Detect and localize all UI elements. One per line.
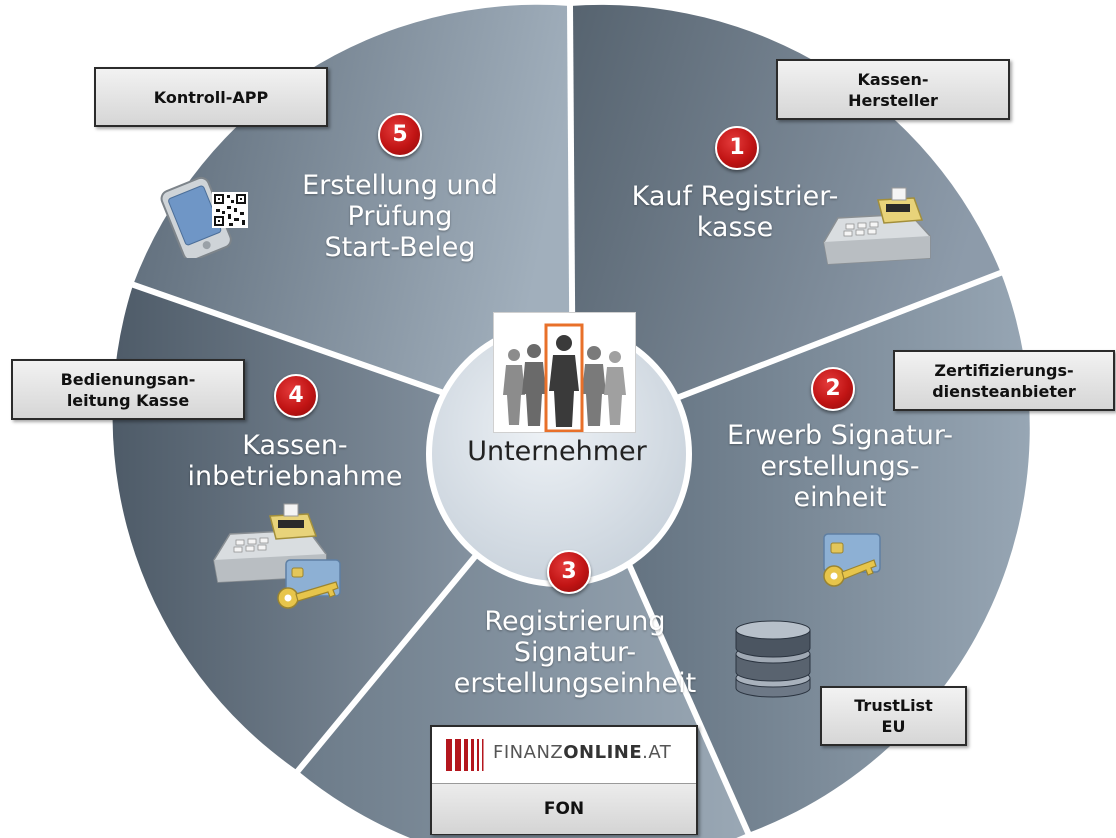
tag-kassen-hersteller: Kassen- Hersteller [776, 59, 1010, 120]
tag-manufacturer-line-2: Hersteller [848, 90, 938, 110]
step-4-badge: 4 [274, 374, 318, 418]
step-5-line-2: Prüfung [347, 201, 453, 232]
smartphone-qr-icon [160, 176, 248, 258]
tag-zertifizierungsdiensteanbieter: Zertifizierungs- diensteanbieter [893, 350, 1115, 411]
tag-manufacturer-line-1: Kassen- [857, 69, 929, 89]
tag-kontroll-app: Kontroll-APP [94, 67, 328, 127]
step-3-line-3: erstellungseinheit [453, 668, 697, 699]
step-1-line-1: Kauf Registrier- [631, 181, 839, 212]
tag-trustlist-eu: TrustList EU [820, 686, 967, 746]
step-5-line-3: Start-Beleg [324, 232, 476, 263]
segment-5-wedge [133, 4, 573, 438]
cash-register-smartcard-icon [213, 503, 341, 609]
tag-control-app-line-1: Kontroll-APP [153, 87, 269, 107]
fon-label: FON [432, 783, 696, 834]
step-1-title: Kauf Registrier- kasse [600, 181, 870, 243]
step-3-line-2: Signatur- [513, 637, 637, 668]
segment-1-wedge [570, 4, 1001, 438]
tag-trustlist-line-2: EU [881, 717, 906, 736]
step-4-line-2: inbetriebnahme [187, 461, 403, 492]
step-4-line-1: Kassen- [242, 430, 348, 461]
cash-register-icon [823, 187, 931, 265]
step-5-title: Erstellung und Prüfung Start-Beleg [270, 170, 530, 263]
finanzonline-word-3: .AT [642, 742, 672, 763]
finanzonline-wordmark: FINANZONLINE.AT [493, 742, 671, 763]
step-1-badge: 1 [715, 126, 759, 170]
step-5-line-1: Erstellung und [302, 170, 498, 201]
smartcard-key-icon [823, 533, 881, 587]
step-3-title: Registrierung Signatur- erstellungseinhe… [440, 606, 710, 699]
finanzonline-logo: FINANZONLINE.AT [432, 727, 696, 783]
tag-manual-line-2: leitung Kasse [66, 390, 190, 410]
step-1-line-2: kasse [696, 212, 774, 243]
fon-box: FINANZONLINE.AT FON [430, 725, 698, 835]
database-icon [735, 620, 811, 698]
tag-certification-line-2: diensteanbieter [932, 381, 1076, 401]
tag-certification-line-1: Zertifizierungs- [934, 360, 1074, 380]
finanzonline-word-2: ONLINE [563, 742, 643, 763]
tag-bedienungsanleitung: Bedienungsan- leitung Kasse [11, 359, 245, 420]
step-2-line-1: Erwerb Signatur- [727, 420, 953, 451]
tag-trustlist-line-1: TrustList [854, 696, 933, 715]
step-3-badge: 3 [547, 550, 591, 594]
step-2-badge: 2 [811, 367, 855, 411]
tag-manual-line-1: Bedienungsan- [60, 369, 196, 389]
step-5-badge: 5 [378, 113, 422, 157]
hub-label: Unternehmer [467, 436, 647, 467]
step-2-line-3: einheit [793, 482, 887, 513]
people-icon [493, 312, 636, 433]
finanzonline-word-1: FINANZ [493, 742, 564, 763]
step-3-line-1: Registrierung [484, 606, 666, 637]
step-4-title: Kassen- inbetriebnahme [165, 430, 425, 492]
step-2-title: Erwerb Signatur- erstellungs- einheit [700, 420, 980, 513]
step-2-line-2: erstellungs- [760, 451, 920, 482]
